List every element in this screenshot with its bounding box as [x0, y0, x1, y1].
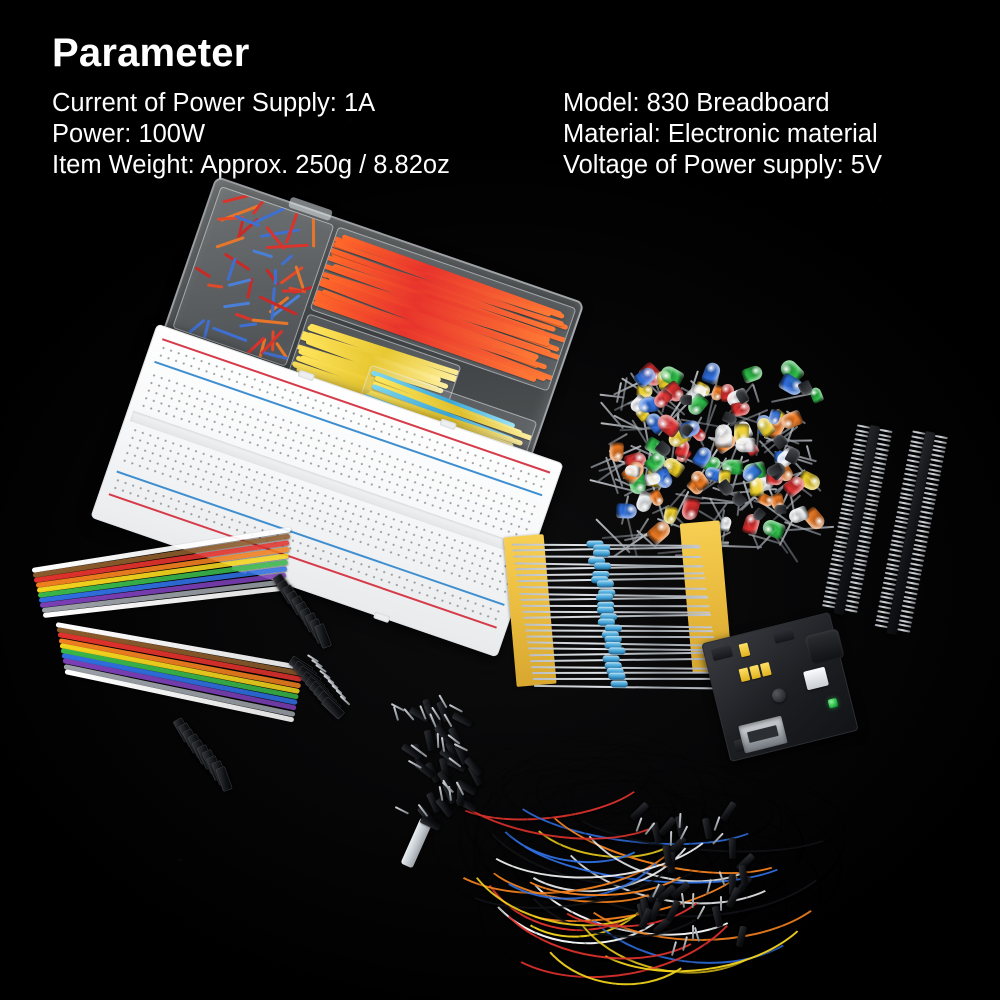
jumper-wire: [234, 312, 251, 321]
jumper-wire: [194, 266, 212, 279]
jumper-wire: [254, 207, 285, 225]
resistor-body: [596, 579, 615, 587]
transistor: [679, 395, 692, 406]
resistor-body: [604, 624, 622, 631]
jumper-wire: [265, 243, 309, 250]
jumper-pin: [436, 733, 439, 749]
jumper-wire: [281, 289, 302, 293]
resistor-body: [592, 549, 610, 557]
jumper-wire: [252, 249, 275, 259]
dupont-connector: [215, 765, 234, 792]
led-lead: [599, 394, 625, 399]
led: [735, 438, 756, 453]
led: [608, 441, 624, 462]
psu-barrel-jack: [804, 628, 845, 666]
resistor-body: [595, 594, 613, 601]
transistor: [774, 504, 788, 515]
psu-power-switch[interactable]: [803, 666, 829, 691]
psu-jumper-cap: [738, 642, 751, 658]
resistor-body: [610, 680, 629, 687]
page-title: Parameter: [52, 31, 250, 75]
psu-pin-block: [772, 627, 795, 644]
psu-pin-block: [710, 644, 734, 662]
resistor-lead: [523, 614, 712, 620]
led: [700, 360, 722, 386]
psu-jumper-cap: [749, 664, 762, 680]
spec-power: Power: 100W: [52, 120, 206, 148]
psu-status-led: [827, 697, 839, 709]
spec-model: Model: 830 Breadboard: [563, 89, 830, 117]
resistor-body: [602, 655, 620, 663]
jumper-wire: [206, 283, 224, 290]
jumper-wire: [264, 268, 280, 287]
jumper-wire: [211, 326, 247, 343]
resistor-lead: [529, 657, 719, 662]
spec-item-weight: Item Weight: Approx. 250g / 8.82oz: [52, 151, 450, 179]
jumper-wire: [227, 278, 251, 287]
jumper-pin-sleeve: [423, 729, 436, 752]
jumper-wire: [285, 207, 301, 244]
spec-voltage-of-power-supply: Voltage of Power supply: 5V: [563, 151, 882, 179]
resistor-pack: [503, 503, 733, 702]
jumper-wire: [259, 228, 300, 239]
psu-capacitor: [770, 687, 788, 704]
resistor-body: [593, 562, 611, 570]
jumper-wire-bundle: [390, 690, 849, 999]
jumper-wire: [215, 236, 245, 249]
led: [741, 363, 765, 385]
spec-column-right: Model: 830 Breadboard Material: Electron…: [563, 88, 882, 181]
led-lead: [752, 384, 760, 404]
jumper-wire: [274, 268, 278, 285]
jumper-wire: [226, 257, 237, 281]
resistor-body: [608, 647, 626, 655]
jumper-pin-sleeve: [729, 837, 737, 860]
jumper-pin-sleeve: [451, 711, 474, 728]
jumper-pin: [395, 806, 410, 815]
jumper-wire: [280, 253, 295, 267]
jumper-wire: [223, 252, 251, 271]
resistor-lead: [521, 604, 710, 608]
jumper-wire: [238, 322, 258, 328]
jumper-wire: [223, 301, 251, 309]
spec-current-of-power-supply: Current of Power Supply: 1A: [52, 89, 376, 117]
psu-jumper-cap: [759, 662, 772, 677]
psu-jumper-cap: [738, 667, 751, 683]
led: [715, 424, 733, 448]
resistor-lead: [531, 671, 720, 675]
resistor-lead: [530, 666, 719, 670]
spec-material: Material: Electronic material: [563, 120, 878, 148]
rainbow-ribbon-cable: [28, 527, 408, 792]
resistor-body: [608, 672, 626, 679]
jumper-wire: [202, 319, 211, 342]
spec-column-left: Current of Power Supply: 1A Power: 100W …: [52, 88, 450, 181]
